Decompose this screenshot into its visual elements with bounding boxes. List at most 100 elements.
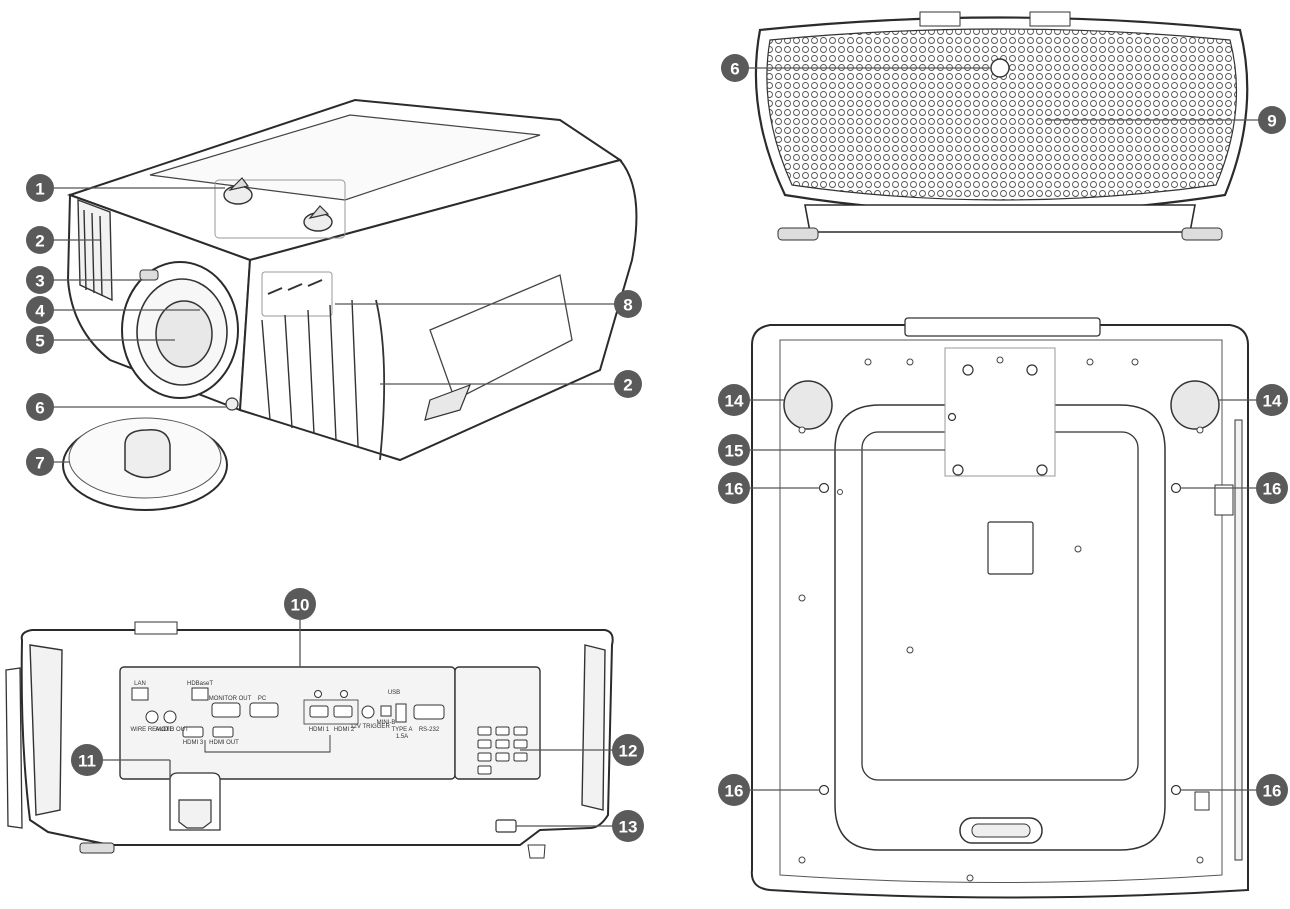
trigger-jack [361,705,375,719]
callout-7: 7 [26,448,54,476]
lens-assembly [121,261,239,399]
io-ports [131,687,445,738]
rear-right-bumper [581,644,606,811]
front-foot-right [1181,227,1223,241]
top-cover-panel [149,114,541,201]
callout-3-label: 3 [35,272,44,291]
callout-7-label: 7 [35,454,44,473]
callout-12: 12 [612,734,644,766]
callout-16-top-right: 16 [1256,472,1288,504]
label-usb-current: 1.5A [396,734,408,740]
bottom-view [750,317,1249,899]
grille-tab-left [919,11,961,27]
label-usb: USB [388,690,400,696]
callout-16-bottom-left: 16 [718,774,750,806]
usb-typea-port [395,703,407,723]
bottom-side-latch-top [1214,484,1234,516]
rear-top-tab [134,621,178,635]
callout-16-top-left: 16 [718,472,750,504]
callout-11-label: 11 [78,752,96,771]
label-pc: PC [258,696,267,702]
hdmi-out-port [212,726,234,738]
label-lan: LAN [134,681,146,687]
bottom-side-latch-bottom [1194,791,1210,811]
callout-5-label: 5 [35,332,44,351]
bottom-body [750,324,1249,899]
hdmi-bracket [204,735,331,753]
callout-9: 9 [1258,106,1286,134]
callout-3: 3 [26,266,54,294]
callout-8: 8 [614,290,642,318]
callout-16-top-left-label: 16 [725,480,744,499]
rear-left-bumper [29,644,63,816]
bottom-cover-outer [834,404,1166,851]
mounting-screw-holes [818,482,1182,796]
callout-1-label: 1 [35,180,44,199]
pc-port [249,702,279,718]
label-hdmi-out: HDMI OUT [209,740,239,746]
callout-12-label: 12 [619,742,638,761]
label-trigger: 12V TRIGGER [350,724,390,730]
zoom-lever [139,269,159,281]
keypad-panel [454,666,541,780]
hdmi1-port [309,705,329,718]
power-socket [178,799,212,829]
projector-side-face [238,158,638,462]
callout-4-label: 4 [35,302,45,321]
rear-bottom-bump [527,844,546,859]
callout-16-top-right-label: 16 [1263,480,1282,499]
front-view [62,98,638,511]
callout-14-right-label: 14 [1263,392,1282,411]
indicator-highlight-box [261,271,333,317]
callout-2-side: 2 [614,370,642,398]
knob-highlight-box [214,179,346,239]
rear-panel-view: LAN WIRE REMOTE AUDIO OUT HDBaseT MONITO… [5,621,614,859]
port-labels: LAN WIRE REMOTE AUDIO OUT HDBaseT MONITO… [131,681,440,746]
callout-2-front: 2 [26,226,54,254]
callout-8-label: 8 [623,296,632,315]
front-ir-sensor [225,397,239,411]
rs232-port [413,704,445,720]
label-hdmi2: HDMI 2 [334,727,355,733]
ceiling-mount-box [944,347,1056,477]
ceiling-mount-holes [947,364,1048,476]
callout-13: 13 [612,810,644,842]
callout-6-rear-label: 6 [730,60,739,79]
callout-14-right: 14 [1256,384,1288,416]
rear-foot [79,842,115,854]
indicator-lights [261,271,333,317]
security-slot [495,819,517,833]
wired-remote-jack [145,710,159,724]
front-foot-left [777,227,819,241]
bottom-top-tab [904,317,1101,337]
lens-cap [62,417,228,511]
callout-1: 1 [26,174,54,202]
callout-16-bottom-right-label: 16 [1263,782,1282,801]
bottom-side-rail [1234,419,1243,861]
callout-14-left: 14 [718,384,750,416]
lens-glass [155,300,213,368]
callout-4: 4 [26,296,54,324]
callout-16-bottom-left-label: 16 [725,782,744,801]
hdmi3-port [182,726,204,738]
rear-ir-sensor [990,58,1010,78]
bottom-access-plate [987,521,1034,575]
callout-2-front-label: 2 [35,232,44,251]
callout-2-side-label: 2 [623,376,632,395]
front-adjuster-foot-right [1170,380,1220,430]
control-keypad [477,726,528,775]
bottom-inner-outline [779,339,1223,883]
callout-16-bottom-right: 16 [1256,774,1288,806]
callout-6-front: 6 [26,393,54,421]
callout-5: 5 [26,326,54,354]
monitor-out-port [211,702,241,718]
front-grille-view [754,11,1249,241]
front-vent [77,198,113,302]
usb-mini-port [380,705,392,717]
callout-9-label: 9 [1267,112,1276,131]
callout-6-front-label: 6 [35,399,44,418]
grille-tab-right [1029,11,1071,27]
hdbaset-port [191,687,209,701]
label-rs232: RS-232 [419,727,440,733]
